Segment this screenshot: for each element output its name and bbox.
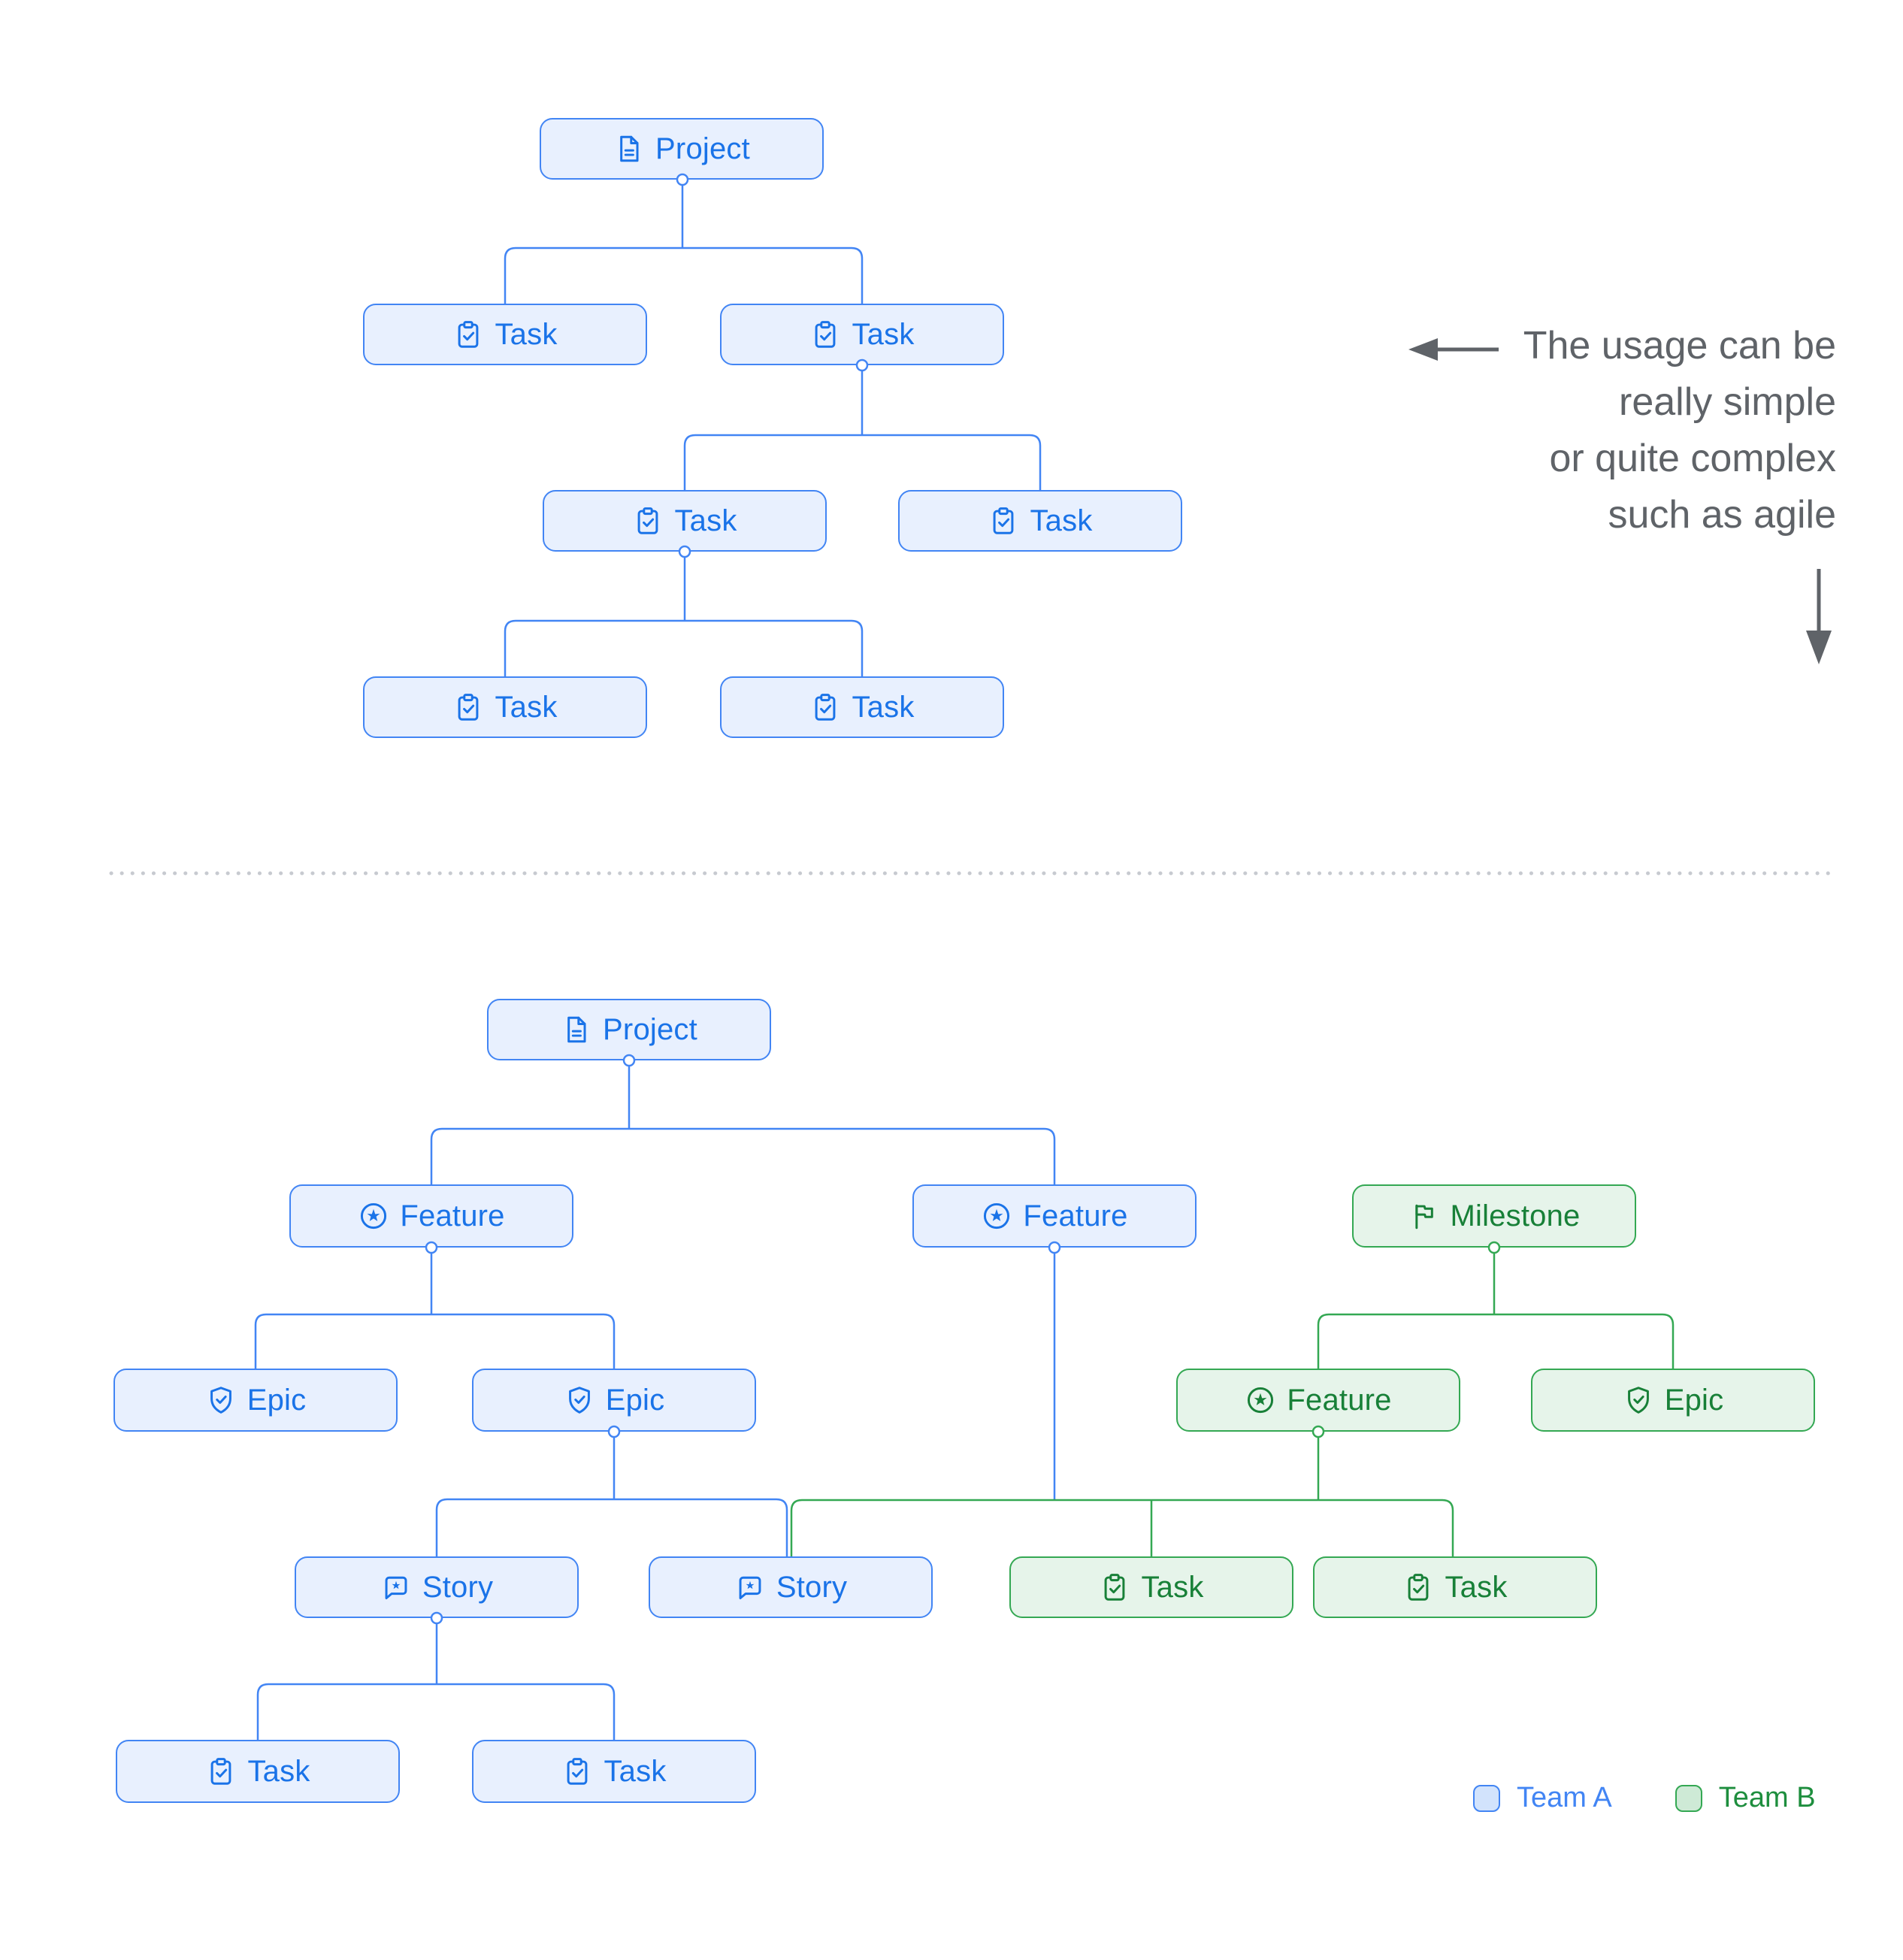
node-label: Task — [1141, 1570, 1204, 1604]
document-icon — [620, 135, 639, 162]
complex-epic-2-node: Epic — [472, 1369, 756, 1432]
complex-milestone-node: Milestone — [1352, 1184, 1636, 1248]
complex-feature-2-node: Feature — [912, 1184, 1197, 1248]
node-label: Feature — [1023, 1199, 1128, 1233]
simple-task-6-node: Task — [720, 676, 1004, 738]
team-b-label: Team B — [1718, 1782, 1816, 1813]
task-clipboard-check-icon — [567, 1758, 588, 1785]
task-clipboard-check-icon — [815, 321, 836, 348]
simple-task-1-node: Task — [363, 304, 647, 365]
complex-task-a1-node: Task — [116, 1740, 400, 1803]
node-label: Story — [776, 1570, 848, 1604]
task-clipboard-check-icon — [1408, 1574, 1429, 1601]
legend-item-team-a: Team A — [1473, 1782, 1612, 1814]
node-label: Milestone — [1450, 1199, 1581, 1233]
node-label: Feature — [400, 1199, 505, 1233]
task-clipboard-check-icon — [211, 1758, 231, 1785]
node-label: Epic — [605, 1383, 665, 1417]
team-a-label: Team A — [1517, 1782, 1612, 1813]
annotation-line: really simple — [1619, 380, 1836, 424]
node-label: Task — [1030, 504, 1093, 537]
team-b-swatch — [1675, 1784, 1702, 1812]
task-clipboard-check-icon — [458, 694, 479, 721]
task-clipboard-check-icon — [458, 321, 479, 348]
complex-epic-3-node: Epic — [1531, 1369, 1815, 1432]
annotation-text: The usage can be really simple or quite … — [1523, 318, 1836, 543]
down-arrow — [1806, 569, 1832, 664]
team-a-swatch — [1473, 1784, 1500, 1812]
node-label: Epic — [247, 1383, 307, 1417]
annotation-line: The usage can be — [1523, 324, 1836, 368]
story-bubble-star-icon — [739, 1576, 761, 1600]
node-label: Task — [495, 317, 558, 351]
task-clipboard-check-icon — [638, 507, 658, 534]
simple-task-4-node: Task — [898, 490, 1182, 552]
epic-shield-check-icon — [1627, 1387, 1649, 1414]
node-label: Task — [674, 504, 737, 537]
legend: Team A Team B — [1473, 1782, 1816, 1814]
node-label: Epic — [1664, 1383, 1724, 1417]
complex-task-b2-node: Task — [1313, 1556, 1597, 1618]
node-label: Project — [603, 1012, 697, 1046]
team-a-connectors — [254, 186, 1056, 1740]
simple-task-3-node: Task — [543, 490, 827, 552]
feature-star-circle-icon — [1248, 1387, 1274, 1414]
complex-story-1-node: Story — [295, 1556, 579, 1618]
simple-task-5-node: Task — [363, 676, 647, 738]
task-clipboard-check-icon — [994, 507, 1014, 534]
milestone-flag-icon — [1414, 1204, 1433, 1230]
feature-star-circle-icon — [361, 1202, 387, 1230]
complex-task-a2-node: Task — [472, 1740, 756, 1803]
complex-task-b1-node: Task — [1009, 1556, 1293, 1618]
epic-shield-check-icon — [210, 1387, 231, 1414]
story-bubble-star-icon — [385, 1576, 407, 1600]
complex-epic-1-node: Epic — [113, 1369, 398, 1432]
simple-project-node: Project — [540, 118, 824, 180]
document-icon — [567, 1016, 586, 1043]
node-label: Project — [655, 132, 750, 165]
complex-feature-1-node: Feature — [289, 1184, 573, 1248]
node-label: Task — [495, 690, 558, 724]
epic-shield-check-icon — [568, 1387, 590, 1414]
node-label: Feature — [1287, 1383, 1392, 1417]
simple-task-2-node: Task — [720, 304, 1004, 365]
complex-story-2-node: Story — [649, 1556, 933, 1618]
node-label: Task — [247, 1754, 310, 1788]
node-label: Task — [852, 317, 915, 351]
node-label: Task — [852, 690, 915, 724]
left-arrow — [1408, 338, 1499, 361]
node-label: Task — [1445, 1570, 1508, 1604]
task-clipboard-check-icon — [815, 694, 836, 721]
node-label: Story — [422, 1570, 494, 1604]
legend-item-team-b: Team B — [1675, 1782, 1816, 1814]
annotation-line: such as agile — [1608, 493, 1836, 537]
feature-star-circle-icon — [984, 1202, 1010, 1230]
annotation-line: or quite complex — [1549, 437, 1836, 480]
complex-feature-3-node: Feature — [1176, 1369, 1460, 1432]
task-clipboard-check-icon — [1105, 1574, 1125, 1601]
node-label: Task — [604, 1754, 667, 1788]
complex-project-node: Project — [487, 999, 771, 1060]
